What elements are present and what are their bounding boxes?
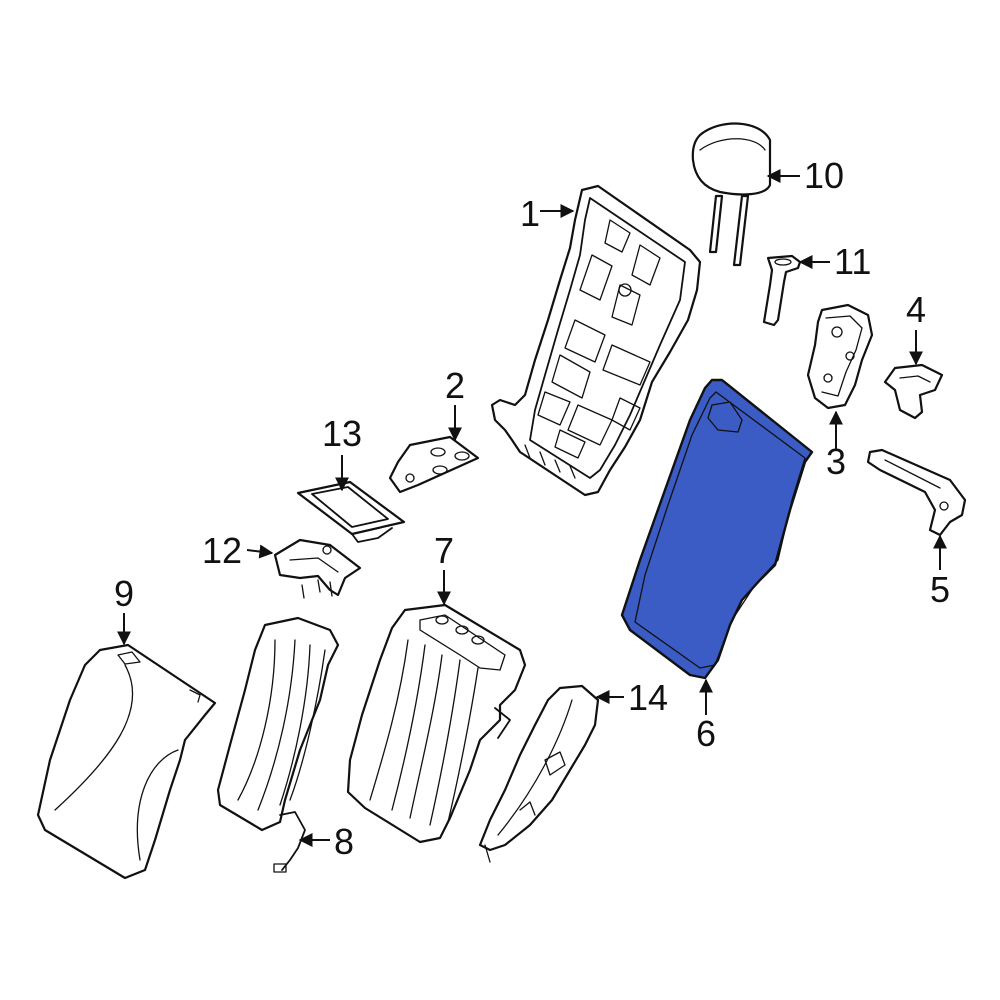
part-2-bracket-plate [388,435,480,494]
callout-10: 10 [804,155,844,196]
part-10-headrest [691,122,772,267]
callout-13: 13 [322,413,362,454]
callout-11: 11 [834,241,871,282]
leader-lines [117,169,947,847]
part-9-seat-back-cover [36,643,217,880]
part-6-rear-panel [620,378,814,680]
part-8-heater-pad [216,616,340,873]
callout-14: 14 [628,677,668,718]
part-12-hinge-bracket [273,538,362,599]
part-5-long-bracket [866,448,967,537]
part-3-latch [806,303,874,410]
part-14-side-trim [478,684,600,863]
callout-12: 12 [202,530,242,571]
callout-2: 2 [445,365,465,406]
part-1-seat-back-frame [490,184,702,497]
callout-6: 6 [696,713,716,754]
callout-9: 9 [114,573,134,614]
leader-12 [246,544,274,559]
callout-3: 3 [826,441,846,482]
callout-5: 5 [930,569,950,610]
callout-8: 8 [334,821,354,862]
part-11-headrest-guide [762,254,802,327]
part-7-cushion [346,603,527,844]
callout-labels: 1 2 3 4 5 6 7 8 9 10 11 12 13 14 [114,155,950,862]
part-4-small-bracket [883,363,944,420]
callout-4: 4 [906,289,926,330]
callout-1: 1 [520,193,540,234]
part-13-tray [296,480,406,543]
callout-7: 7 [434,530,454,571]
